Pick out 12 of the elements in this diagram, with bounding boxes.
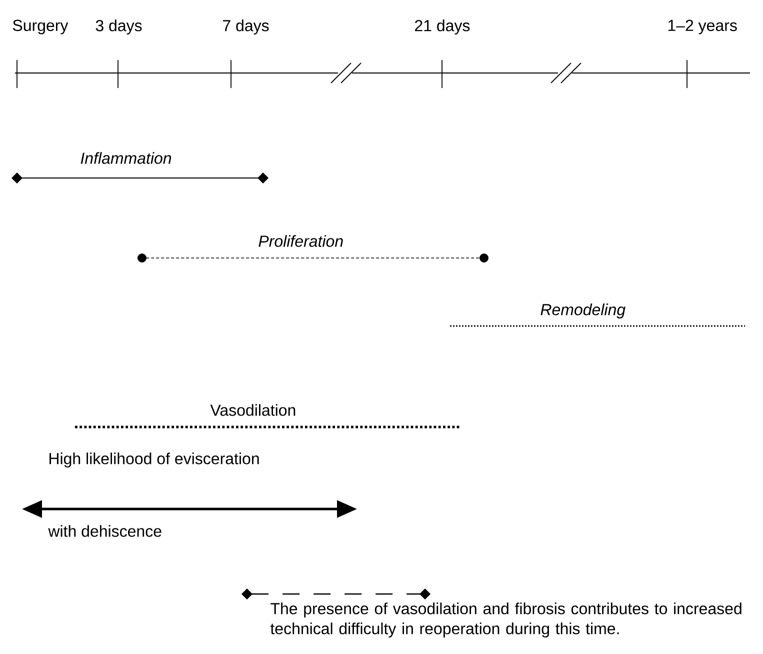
interval-label: with dehiscence (48, 525, 162, 537)
interval-label: Vasodilation (210, 404, 296, 416)
interval-label: High likelihood of evisceration (50, 452, 259, 468)
tick-label: 21 days (415, 20, 470, 34)
tick-label: 3 days (96, 20, 142, 34)
tick-label: 1–2 years (668, 20, 737, 34)
tick-label: 7 days (223, 20, 269, 34)
tick-label: Surgery (12, 20, 68, 34)
phase-label: Inflammation (80, 152, 172, 164)
note-text: The presence of vasodilation and fibrosis contributes to increased technical difficulty in reoperation during this time. (270, 602, 742, 638)
phase-label: Proliferation (258, 235, 343, 247)
phase-label: Remodeling (540, 304, 626, 318)
